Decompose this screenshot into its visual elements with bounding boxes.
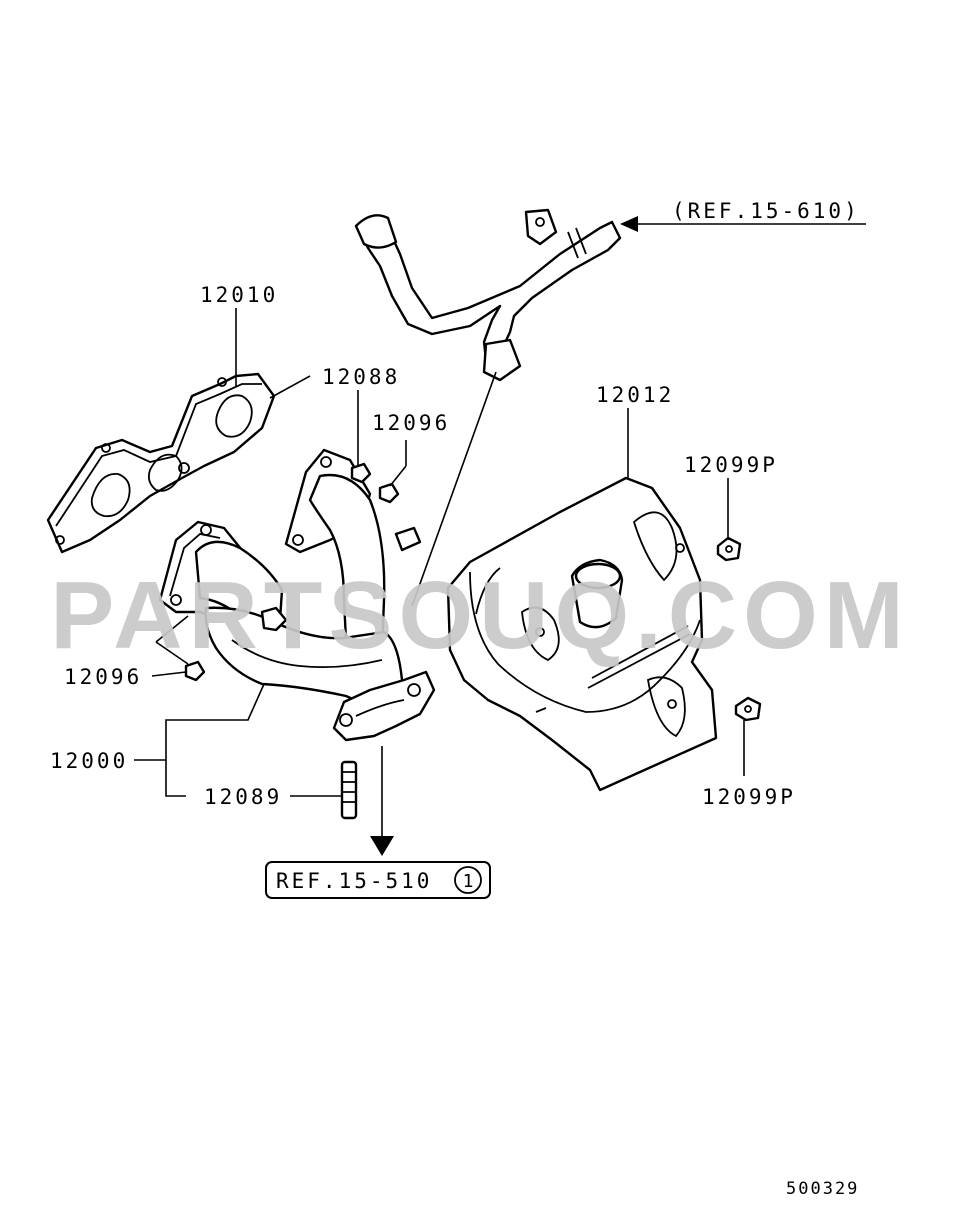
heat-protector-12012[interactable]: [446, 476, 718, 792]
callout-12010[interactable]: 12010: [200, 283, 278, 307]
callout-12012[interactable]: 12012: [596, 383, 674, 407]
callout-12088[interactable]: 12088: [322, 365, 400, 389]
gasket-12010[interactable]: [46, 372, 276, 554]
bolt-12099p-bottom[interactable]: [734, 696, 762, 722]
reference-bottom-label: REF.15-510: [276, 869, 432, 893]
callout-12089[interactable]: 12089: [204, 785, 282, 809]
leader-lines: [134, 216, 866, 856]
reference-top-label[interactable]: (REF.15-610): [672, 199, 860, 223]
bolt-12099p-top[interactable]: [716, 536, 742, 562]
callout-12099p-top[interactable]: 12099P: [684, 453, 778, 477]
diagram-code: 500329: [786, 1179, 859, 1199]
callout-12096-top[interactable]: 12096: [372, 411, 450, 435]
air-pipe[interactable]: [354, 208, 622, 382]
nut-12096-top[interactable]: [378, 482, 400, 504]
nut-12096-left[interactable]: [184, 660, 206, 682]
reference-bottom-box[interactable]: REF.15-510 1: [265, 861, 491, 899]
reference-circle: [454, 866, 482, 894]
nut-12088[interactable]: [350, 462, 372, 484]
watermark-logo: PARTSOUQ.COM: [50, 562, 910, 669]
callout-12000[interactable]: 12000: [50, 749, 128, 773]
reference-circle-number: 1: [463, 871, 474, 892]
callout-12099p-bottom[interactable]: 12099P: [702, 785, 796, 809]
callout-12096-left[interactable]: 12096: [64, 665, 142, 689]
exhaust-manifold-12000[interactable]: [158, 448, 436, 742]
stud-12089[interactable]: [340, 760, 358, 820]
